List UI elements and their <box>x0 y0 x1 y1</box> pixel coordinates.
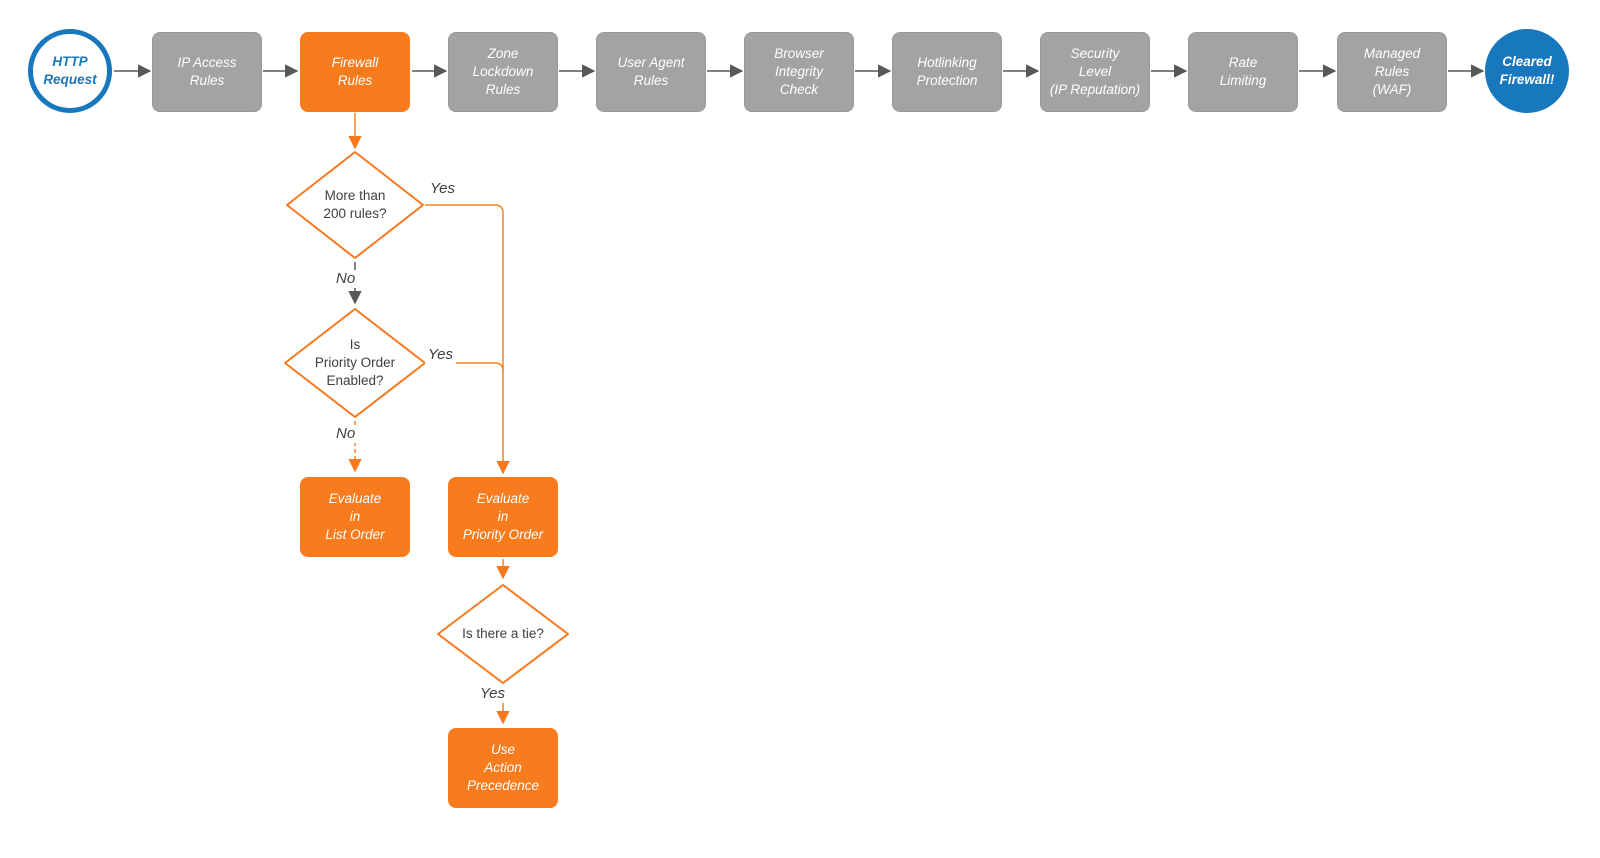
node-label: Evaluate in Priority Order <box>462 491 544 542</box>
node-use-action-precedence: Use Action Precedence <box>448 728 558 808</box>
node-label: Security Level (IP Reputation) <box>1049 46 1141 97</box>
node-rate-limiting: Rate Limiting <box>1188 32 1298 112</box>
node-label: HTTP Request <box>43 54 97 87</box>
node-zone-lockdown-rules: Zone Lockdown Rules <box>448 32 558 112</box>
decision-is-there-a-tie: Is there a tie? <box>436 583 570 685</box>
node-label: Firewall Rules <box>331 55 379 88</box>
diamond-shape-icon <box>284 308 426 418</box>
node-label: IP Access Rules <box>177 55 237 88</box>
edge-label-yes-more-than-200: Yes <box>427 180 459 198</box>
decision-priority-order-enabled: Is Priority Order Enabled? <box>283 307 427 419</box>
node-label: Hotlinking Protection <box>916 55 978 88</box>
node-cleared-firewall: Cleared Firewall! <box>1485 29 1569 113</box>
node-evaluate-in-priority-order: Evaluate in Priority Order <box>448 477 558 557</box>
node-browser-integrity-check: Browser Integrity Check <box>744 32 854 112</box>
node-label: Evaluate in List Order <box>325 491 385 542</box>
diamond-shape-icon <box>437 584 569 684</box>
decision-label: Is Priority Order Enabled? <box>314 337 396 388</box>
node-label: User Agent Rules <box>617 55 685 88</box>
decision-label: Is there a tie? <box>462 626 544 641</box>
edge-label-no-priority-enabled: No <box>333 425 359 443</box>
node-managed-rules-waf: Managed Rules (WAF) <box>1337 32 1447 112</box>
decision-label: More than 200 rules? <box>323 188 387 221</box>
node-ip-access-rules: IP Access Rules <box>152 32 262 112</box>
diamond-shape-icon <box>286 151 424 259</box>
node-label: Browser Integrity Check <box>774 46 824 97</box>
node-hotlinking-protection: Hotlinking Protection <box>892 32 1002 112</box>
node-security-level: Security Level (IP Reputation) <box>1040 32 1150 112</box>
edge-yes-more-than-200 <box>425 204 510 475</box>
edge-label-no-more-than-200: No <box>333 270 359 288</box>
node-evaluate-in-list-order: Evaluate in List Order <box>300 477 410 557</box>
node-http-request: HTTP Request <box>28 29 112 113</box>
node-label: Zone Lockdown Rules <box>472 46 534 97</box>
node-label: Cleared Firewall! <box>1499 54 1555 87</box>
node-user-agent-rules: User Agent Rules <box>596 32 706 112</box>
edge-label-yes-priority-enabled: Yes <box>425 346 457 364</box>
node-firewall-rules: Firewall Rules <box>300 32 410 112</box>
edge-label-yes-tie: Yes <box>477 685 509 703</box>
node-label: Rate Limiting <box>1219 55 1267 88</box>
edge-yes-priority-enabled <box>427 362 504 372</box>
node-label: Managed Rules (WAF) <box>1363 46 1421 97</box>
decision-more-than-200-rules: More than 200 rules? <box>285 150 425 260</box>
node-label: Use Action Precedence <box>466 742 540 793</box>
